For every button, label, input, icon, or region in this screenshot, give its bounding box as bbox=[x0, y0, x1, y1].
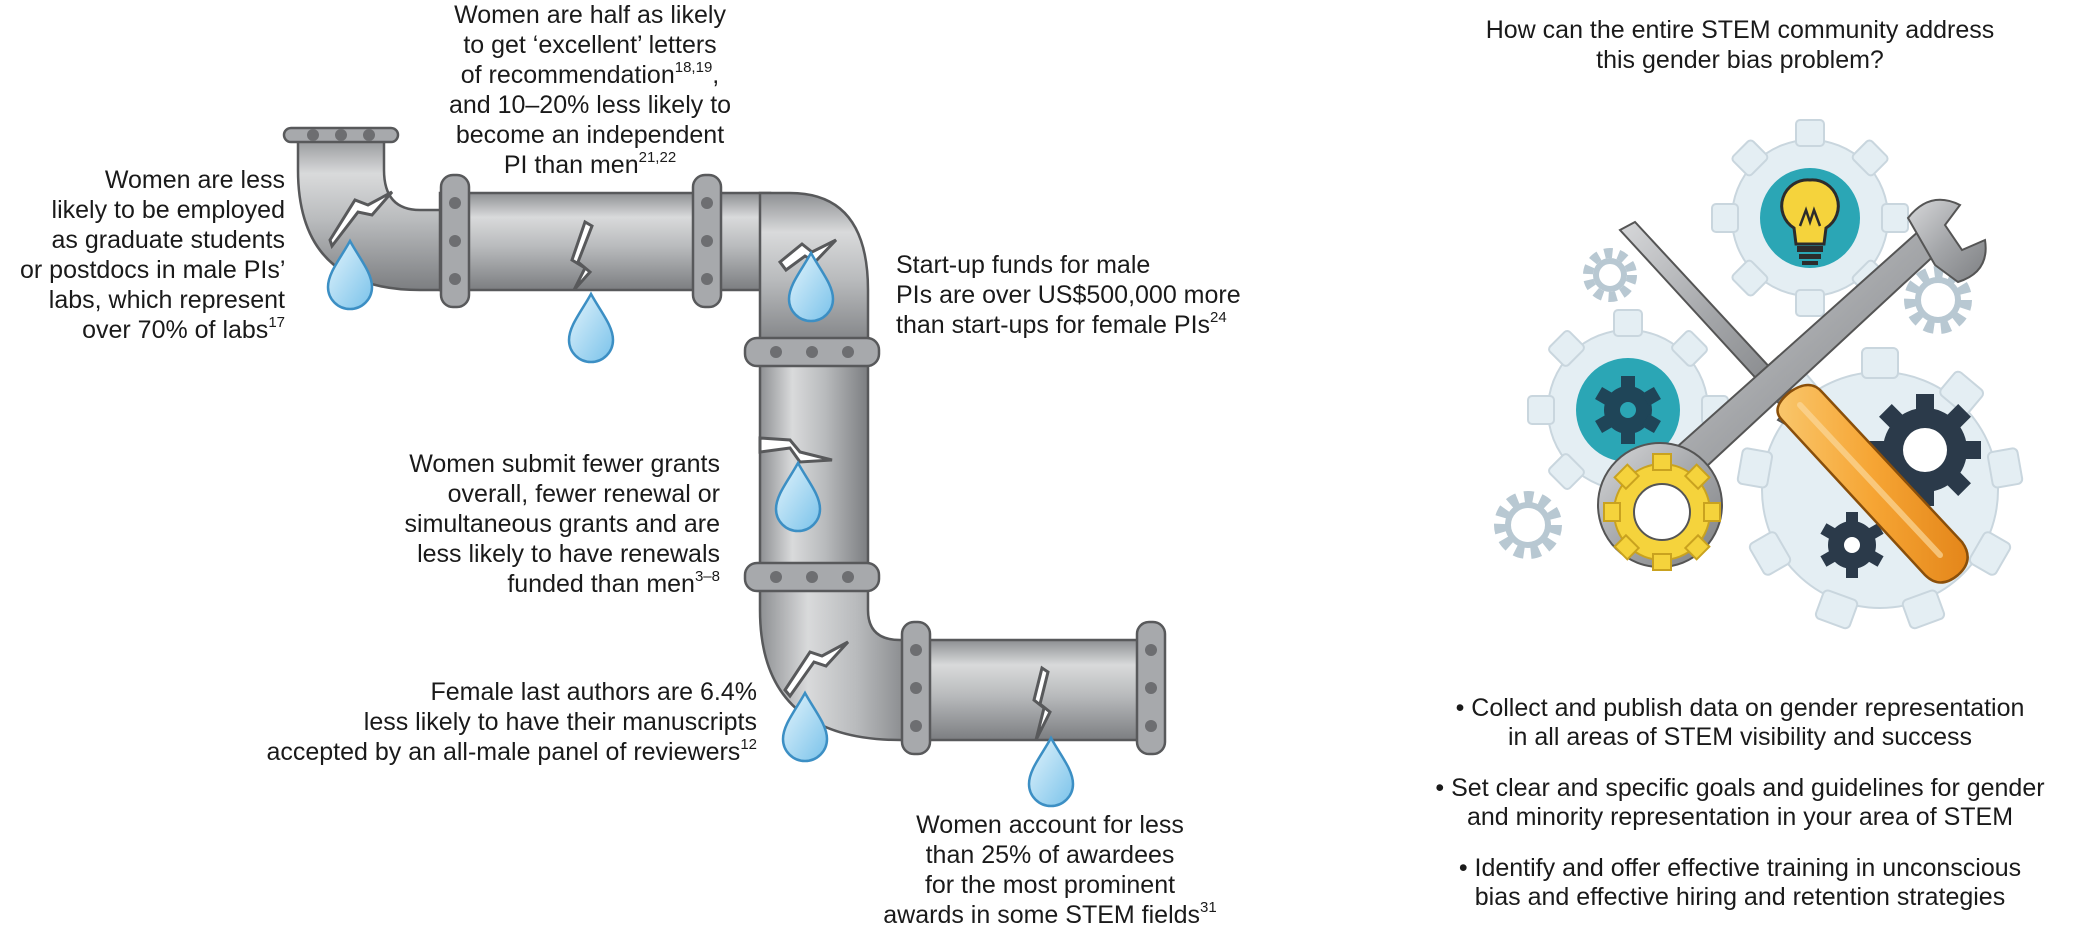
question-line: How can the entire STEM community addres… bbox=[1485, 16, 1995, 44]
reference-marker: 3–8 bbox=[694, 567, 720, 585]
action-item: • Identify and offer effective training … bbox=[1400, 854, 2080, 912]
note-line: than 25% of awardees bbox=[925, 841, 1175, 869]
note-line: less likely to have their manuscripts bbox=[363, 708, 757, 736]
reference-marker: 24 bbox=[1210, 308, 1227, 326]
note-line: Start-up funds for male bbox=[896, 251, 1151, 279]
action-line: • Set clear and specific goals and guide… bbox=[1435, 774, 2045, 802]
note-letters: Women are half as likely to get ‘excelle… bbox=[400, 0, 780, 180]
reference-marker: 21,22 bbox=[638, 148, 677, 166]
leaky-pipe-icon bbox=[282, 126, 1167, 808]
note-line: as graduate students bbox=[51, 226, 286, 254]
reference-marker: 18,19 bbox=[674, 58, 713, 76]
note-employment: Women are less likely to be employed as … bbox=[20, 165, 285, 345]
note-line: labs, which represent bbox=[48, 286, 285, 314]
action-line: • Collect and publish data on gender rep… bbox=[1455, 694, 2025, 722]
note-line: and 10–20% less likely to bbox=[448, 91, 732, 119]
note-line: to get ‘excellent’ letters bbox=[463, 31, 717, 59]
note-line: Women are less bbox=[104, 166, 285, 194]
note-line: PI than men bbox=[503, 151, 639, 179]
action-line: in all areas of STEM visibility and succ… bbox=[1507, 723, 1973, 751]
note-grants: Women submit fewer grants overall, fewer… bbox=[330, 449, 720, 599]
note-line: Female last authors are 6.4% bbox=[430, 678, 757, 706]
question-heading: How can the entire STEM community addres… bbox=[1430, 15, 2050, 75]
reference-marker: 31 bbox=[1200, 898, 1217, 916]
question-line: this gender bias problem? bbox=[1596, 46, 1884, 74]
lightbulb-icon bbox=[1760, 168, 1860, 268]
note-line: likely to be employed bbox=[51, 196, 285, 224]
note-line: simultaneous grants and are bbox=[404, 510, 720, 538]
note-line: than start-ups for female PIs bbox=[896, 311, 1211, 339]
note-startup: Start-up funds for male PIs are over US$… bbox=[896, 250, 1296, 340]
action-line: • Identify and offer effective training … bbox=[1458, 854, 2022, 882]
action-list: • Collect and publish data on gender rep… bbox=[1400, 694, 2080, 934]
note-awards: Women account for less than 25% of award… bbox=[850, 810, 1250, 930]
note-authors: Female last authors are 6.4% less likely… bbox=[180, 677, 757, 767]
note-line: funded than men bbox=[507, 570, 695, 598]
note-line: , bbox=[712, 61, 720, 89]
wrench-icon bbox=[1597, 198, 1987, 571]
note-line: or postdocs in male PIs’ bbox=[20, 256, 286, 284]
action-line: and minority representation in your area… bbox=[1466, 803, 2014, 831]
note-line: over 70% of labs bbox=[82, 316, 269, 344]
note-line: Women account for less bbox=[916, 811, 1184, 839]
note-line: awards in some STEM fields bbox=[883, 901, 1201, 929]
note-line: Women are half as likely bbox=[454, 1, 726, 29]
action-line: bias and effective hiring and retention … bbox=[1474, 883, 2006, 911]
note-line: accepted by an all-male panel of reviewe… bbox=[266, 738, 741, 766]
note-line: of recommendation bbox=[460, 61, 675, 89]
action-item: • Set clear and specific goals and guide… bbox=[1400, 774, 2080, 832]
note-line: become an independent bbox=[455, 121, 725, 149]
note-line: less likely to have renewals bbox=[417, 540, 720, 568]
reference-marker: 17 bbox=[268, 313, 285, 331]
action-item: • Collect and publish data on gender rep… bbox=[1400, 694, 2080, 752]
tools-and-gears-illustration bbox=[1494, 119, 2024, 630]
note-line: Women submit fewer grants bbox=[409, 450, 720, 478]
note-line: for the most prominent bbox=[924, 871, 1176, 899]
note-line: overall, fewer renewal or bbox=[447, 480, 720, 508]
note-line: PIs are over US$500,000 more bbox=[896, 281, 1241, 309]
reference-marker: 12 bbox=[740, 735, 757, 753]
